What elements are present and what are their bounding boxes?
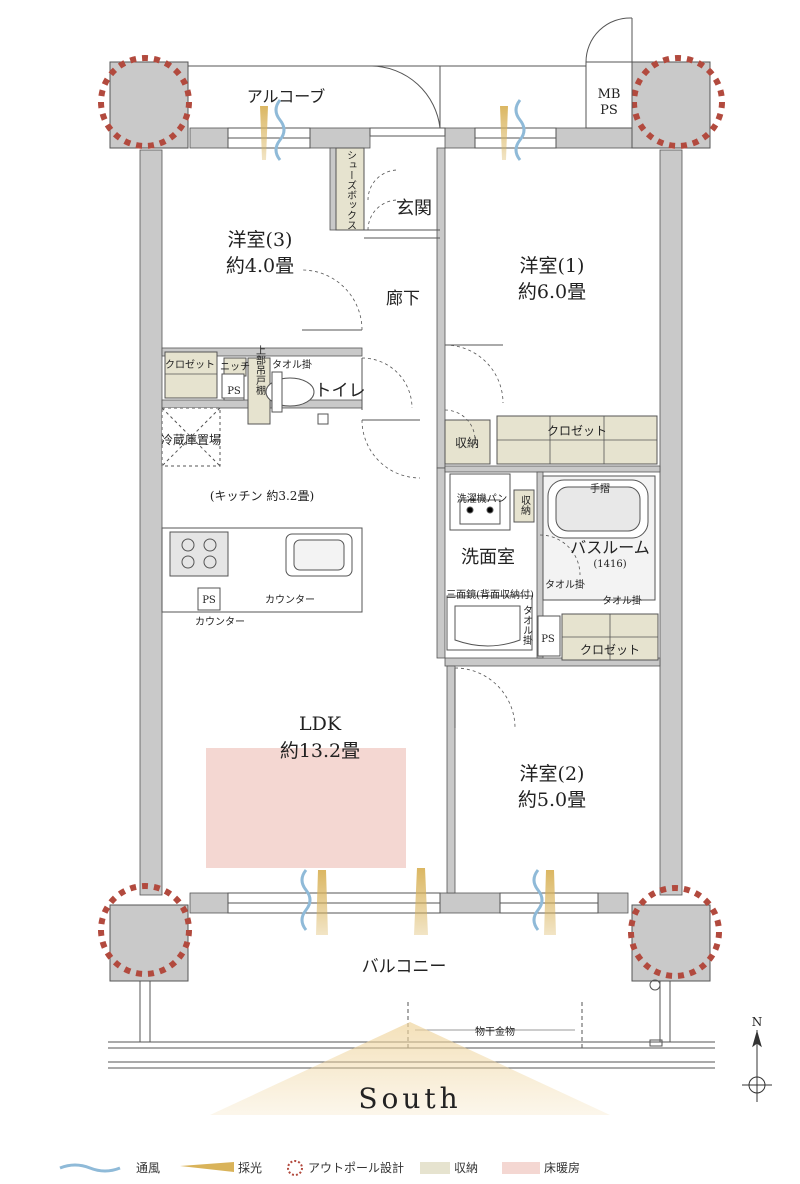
washroom-storage-label: 収納: [519, 495, 531, 516]
bath-fixtures: [221, 373, 656, 657]
bath-towel-label-2: タオル掛: [602, 594, 642, 607]
western1-name: 洋室(1): [520, 255, 585, 277]
dotted-circle-icon: [287, 1160, 303, 1176]
labels: アルコーブ MB PS シューズボックス 玄関 洋室(3) 約4.0畳 洋室(1…: [161, 87, 650, 1115]
mbps-label-2: PS: [600, 103, 618, 118]
legend: 通風 採光 アウトポール設計 収納 床暖房: [59, 1160, 580, 1176]
shoe-box: [335, 147, 365, 231]
kitchen-counter: [161, 407, 363, 613]
outpole-circle-sw: [98, 883, 192, 977]
entrance-label: 玄関: [396, 198, 432, 219]
windows: [227, 127, 599, 914]
closet-w3-label: クロゼット: [165, 359, 215, 371]
washroom-label: 洗面室: [461, 547, 515, 568]
legend-label-floor-heating: 床暖房: [544, 1160, 580, 1175]
mbps-label: MB: [598, 87, 621, 102]
alcove-label: アルコーブ: [247, 87, 326, 106]
storage-swatch-icon: [420, 1162, 450, 1174]
western2-size: 約5.0畳: [518, 789, 586, 811]
floor-heating-swatch-icon: [502, 1162, 540, 1174]
alcove-outline: [188, 17, 633, 129]
door-swings: [301, 169, 581, 729]
legend-label-outpole: アウトポール設計: [308, 1160, 404, 1175]
fridge-label: 冷蔵庫置場: [161, 433, 221, 447]
balcony-label: バルコニー: [362, 957, 447, 977]
corner-columns: [98, 55, 725, 982]
shoe-box-label: シューズボックス: [345, 150, 357, 230]
bathroom-size-label: (1416): [593, 559, 626, 570]
bath-towel-label-1: タオル掛: [545, 578, 585, 591]
ps-kitchen-label: PS: [202, 595, 216, 606]
western3-name: 洋室(3): [228, 229, 293, 251]
closet-w2-label: クロゼット: [580, 643, 640, 657]
south-label: South: [358, 1082, 461, 1115]
bathroom-label: バスルーム: [570, 538, 650, 557]
storage-washroom: [513, 489, 535, 523]
ps-toilet-label: PS: [227, 386, 241, 397]
ventilation-indicators: [274, 99, 544, 931]
door-leaves: [302, 229, 503, 728]
toilet-label: トイレ: [315, 381, 366, 401]
outpole-circle-se: [628, 885, 722, 979]
outpole-circle-ne: [631, 55, 725, 149]
western1-size: 約6.0畳: [518, 281, 586, 303]
closet-w1-label: クロゼット: [547, 424, 607, 438]
wave-icon: [59, 1163, 121, 1173]
toilet-towel-label: タオル掛: [272, 358, 312, 371]
wedge-icon: [180, 1162, 234, 1172]
closet-w3: [164, 351, 218, 399]
mirror-label: 三面鏡(背面収納付): [446, 588, 534, 601]
kitchen-label: (キッチン 約3.2畳): [210, 488, 314, 503]
ldk-size: 約13.2畳: [280, 740, 360, 762]
storage-label: 収納: [455, 436, 479, 450]
storage-box: [444, 419, 491, 465]
western2-name: 洋室(2): [520, 763, 585, 785]
south-glow: [210, 1022, 610, 1115]
upper-cabinet-label: 上部吊戸棚: [254, 345, 266, 396]
washer-pan-label: 洗濯機パン: [457, 492, 508, 505]
daylight-indicators: [260, 106, 556, 935]
counter-label-2: カウンター: [195, 616, 245, 628]
counter-label-1: カウンター: [265, 594, 315, 606]
handrail-label: 手摺: [590, 482, 610, 495]
drying-label: 物干金物: [475, 1025, 515, 1038]
compass-icon: N: [742, 1015, 772, 1102]
floor-heating-area: [206, 748, 406, 868]
legend-label-daylight: 採光: [238, 1161, 262, 1175]
niche-label: ニッチ: [220, 361, 250, 373]
outpole-circle-nw: [98, 55, 192, 149]
legend-label-ventilation: 通風: [136, 1161, 160, 1175]
ldk-name: LDK: [299, 713, 342, 735]
legend-label-storage: 収納: [454, 1161, 478, 1175]
ps-washroom-label: PS: [541, 634, 555, 645]
washroom-towel-label: タオル掛: [521, 605, 533, 646]
north-label: N: [752, 1015, 763, 1029]
closet-dividers: [165, 373, 658, 660]
corridor-label: 廊下: [386, 289, 420, 309]
western3-size: 約4.0畳: [226, 255, 294, 277]
